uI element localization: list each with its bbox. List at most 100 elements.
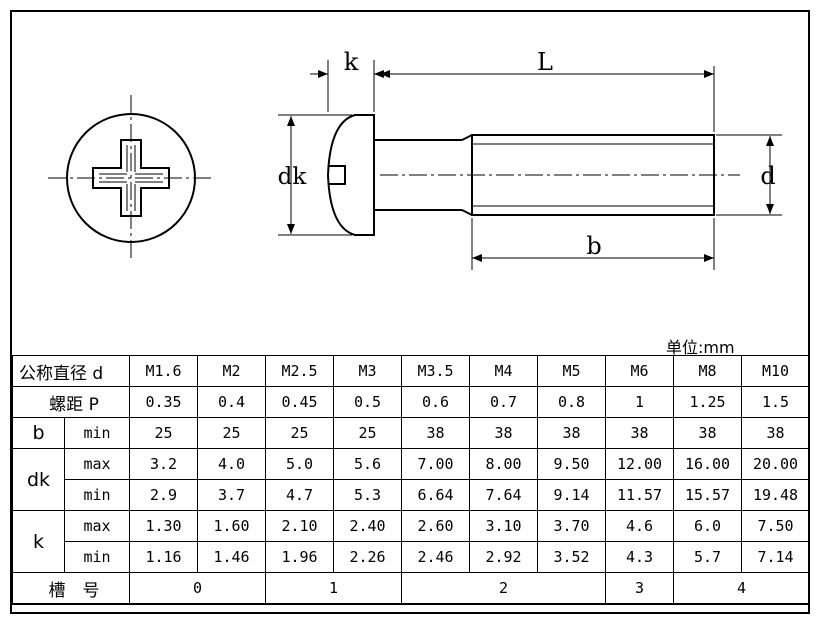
pitch-cell: 0.5 <box>333 386 403 418</box>
slot-group-cell: 1 <box>265 572 403 605</box>
size-cell: M2 <box>197 355 267 387</box>
pitch-cell: 0.7 <box>469 386 539 418</box>
dk-max-cell: 9.50 <box>537 448 607 480</box>
dk-min-cell: 6.64 <box>401 479 471 511</box>
slot-group-cell: 2 <box>401 572 607 605</box>
size-cell: M5 <box>537 355 607 387</box>
k-max-cell: 7.50 <box>741 510 811 542</box>
svg-text:b: b <box>586 232 601 260</box>
dk-max-cell: 8.00 <box>469 448 539 480</box>
slot-group-cell: 0 <box>129 572 267 605</box>
dk-min-cell: 11.57 <box>605 479 675 511</box>
drawing-sheet <box>10 10 810 614</box>
size-cell: M10 <box>741 355 811 387</box>
dk-max-label: max <box>63 448 131 480</box>
pitch-cell: 0.35 <box>129 386 199 418</box>
slot-label: 槽 号 <box>11 572 131 605</box>
b-cell: 38 <box>673 417 743 449</box>
screw-drawing: k L dk d b <box>48 48 782 270</box>
svg-text:dk: dk <box>278 164 308 190</box>
k-min-row: min 1.16 1.46 1.96 2.26 2.46 2.92 3.52 4… <box>13 541 811 573</box>
k-min-cell: 3.52 <box>537 541 607 573</box>
dk-min-label: min <box>63 479 131 511</box>
dk-min-cell: 3.7 <box>197 479 267 511</box>
dk-min-cell: 5.3 <box>333 479 403 511</box>
b-cell: 25 <box>129 417 199 449</box>
dk-min-row: min 2.9 3.7 4.7 5.3 6.64 7.64 9.14 11.57… <box>13 479 811 511</box>
b-cell: 38 <box>741 417 811 449</box>
k-min-cell: 2.92 <box>469 541 539 573</box>
dk-min-cell: 19.48 <box>741 479 811 511</box>
dimension-table: 公称直径 d M1.6 M2 M2.5 M3 M3.5 M4 M5 M6 M8 … <box>11 355 811 605</box>
k-min-cell: 5.7 <box>673 541 743 573</box>
k-min-cell: 2.46 <box>401 541 471 573</box>
dimension-k: k <box>310 48 392 112</box>
pitch-cell: 1.5 <box>741 386 811 418</box>
dk-max-cell: 4.0 <box>197 448 267 480</box>
size-cell: M4 <box>469 355 539 387</box>
k-max-cell: 3.10 <box>469 510 539 542</box>
size-row: 公称直径 d M1.6 M2 M2.5 M3 M3.5 M4 M5 M6 M8 … <box>11 355 811 387</box>
size-cell: M3.5 <box>401 355 471 387</box>
slot-group-cell: 4 <box>673 572 811 605</box>
dimension-b: b <box>471 218 715 270</box>
nominal-diameter-label: 公称直径 d <box>11 355 131 387</box>
dimension-d: d <box>716 134 782 216</box>
dk-max-cell: 5.6 <box>333 448 403 480</box>
pitch-row: 螺距 P 0.35 0.4 0.45 0.5 0.6 0.7 0.8 1 1.2… <box>11 386 811 418</box>
pitch-label: 螺距 P <box>11 386 131 418</box>
k-min-cell: 1.96 <box>265 541 335 573</box>
pitch-cell: 0.4 <box>197 386 267 418</box>
svg-text:L: L <box>537 48 553 76</box>
k-max-cell: 3.70 <box>537 510 607 542</box>
b-cell: 25 <box>197 417 267 449</box>
b-label: b <box>12 417 65 449</box>
phillips-cross <box>92 139 170 217</box>
dk-min-cell: 2.9 <box>129 479 199 511</box>
pitch-cell: 0.45 <box>265 386 335 418</box>
slot-row: 槽 号 0 1 2 3 4 <box>11 572 811 605</box>
dk-max-cell: 20.00 <box>741 448 811 480</box>
k-label: k <box>12 510 65 573</box>
k-max-cell: 2.60 <box>401 510 471 542</box>
unit-label: 单位:mm <box>666 338 735 357</box>
k-max-label: max <box>63 510 131 542</box>
dk-max-cell: 5.0 <box>265 448 335 480</box>
k-max-cell: 4.6 <box>605 510 675 542</box>
size-cell: M8 <box>673 355 743 387</box>
k-max-row: k max 1.30 1.60 2.10 2.40 2.60 3.10 3.70… <box>12 510 811 573</box>
b-cell: 38 <box>401 417 471 449</box>
b-cell: 25 <box>333 417 403 449</box>
svg-text:d: d <box>760 162 775 190</box>
k-min-cell: 2.26 <box>333 541 403 573</box>
size-cell: M6 <box>605 355 675 387</box>
k-max-cell: 2.10 <box>265 510 335 542</box>
k-min-label: min <box>63 541 131 573</box>
dk-max-cell: 12.00 <box>605 448 675 480</box>
dk-max-cell: 7.00 <box>401 448 471 480</box>
size-cell: M2.5 <box>265 355 335 387</box>
b-cell: 38 <box>605 417 675 449</box>
size-cell: M3 <box>333 355 403 387</box>
dk-min-cell: 9.14 <box>537 479 607 511</box>
k-max-cell: 6.0 <box>673 510 743 542</box>
k-max-cell: 2.40 <box>333 510 403 542</box>
dk-label: dk <box>12 448 65 511</box>
k-max-cell: 1.60 <box>197 510 267 542</box>
b-cell: 38 <box>469 417 539 449</box>
dk-max-cell: 16.00 <box>673 448 743 480</box>
slot-group-cell: 3 <box>605 572 675 605</box>
k-min-cell: 4.3 <box>605 541 675 573</box>
size-cell: M1.6 <box>129 355 199 387</box>
k-min-cell: 1.46 <box>197 541 267 573</box>
dk-min-cell: 7.64 <box>469 479 539 511</box>
pitch-cell: 1.25 <box>673 386 743 418</box>
k-min-cell: 1.16 <box>129 541 199 573</box>
head-top-view <box>48 95 215 262</box>
dimension-L: L <box>380 48 715 132</box>
pitch-cell: 0.8 <box>537 386 607 418</box>
k-min-cell: 7.14 <box>741 541 811 573</box>
dk-max-cell: 3.2 <box>129 448 199 480</box>
svg-text:k: k <box>344 48 359 76</box>
dk-min-cell: 15.57 <box>673 479 743 511</box>
